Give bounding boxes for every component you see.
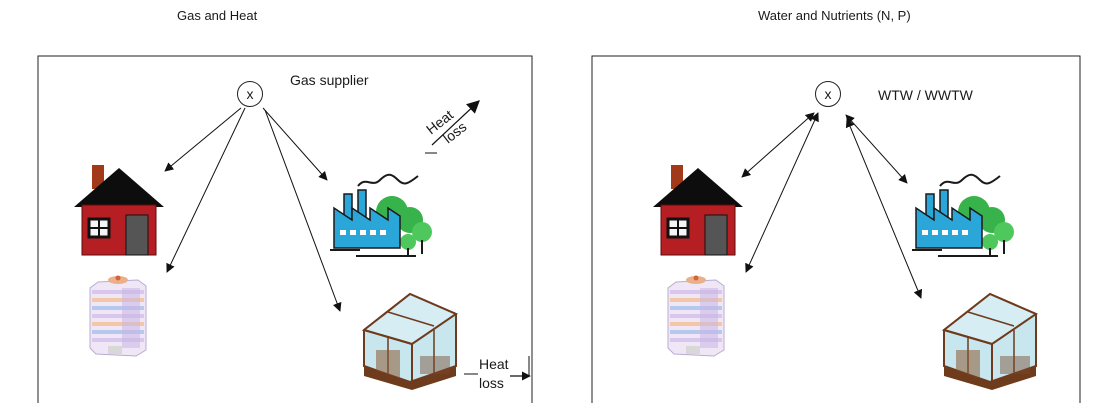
gas-supplier-label: Gas supplier: [290, 72, 369, 88]
greenhouse-icon: [363, 293, 457, 391]
biarrow-wtw-greenhouse: [845, 118, 923, 299]
apartment-tower-icon: [667, 275, 725, 357]
panel-frame-right: [591, 55, 1081, 403]
factory-icon: [329, 173, 433, 257]
arrow-gas-to-factory: [262, 107, 328, 181]
house-icon: [651, 163, 745, 257]
wtw-hub-symbol: x: [825, 86, 832, 102]
arrow-gas-to-house: [164, 107, 242, 172]
panel-frame-left: [37, 55, 533, 403]
heat-loss-greenhouse-word1: Heat: [479, 356, 509, 372]
greenhouse-icon: [943, 293, 1037, 391]
arrow-gas-to-tower: [166, 107, 246, 273]
panel-title-water-nutrients: Water and Nutrients (N, P): [758, 8, 911, 23]
factory-icon: [911, 173, 1015, 257]
panel-title-gas-heat: Gas and Heat: [177, 8, 258, 23]
panel-water-nutrients: x WTW / WWTW: [591, 55, 1081, 403]
apartment-tower-icon: [89, 275, 147, 357]
gas-supplier-hub: [237, 81, 263, 107]
biarrow-wtw-factory: [845, 114, 908, 184]
heat-loss-greenhouse-word2: loss: [479, 375, 504, 391]
wtw-wwtw-label: WTW / WWTW: [878, 87, 974, 103]
gas-hub-symbol: x: [247, 86, 254, 102]
arrow-gas-to-greenhouse: [264, 109, 342, 312]
wtw-hub: [815, 81, 841, 107]
heat-loss-arrow-factory: [431, 100, 480, 146]
biarrow-wtw-tower: [745, 112, 819, 273]
house-icon: [72, 163, 166, 257]
panel-gas-heat: x Gas supplier Heat loss Heat loss: [37, 55, 533, 403]
